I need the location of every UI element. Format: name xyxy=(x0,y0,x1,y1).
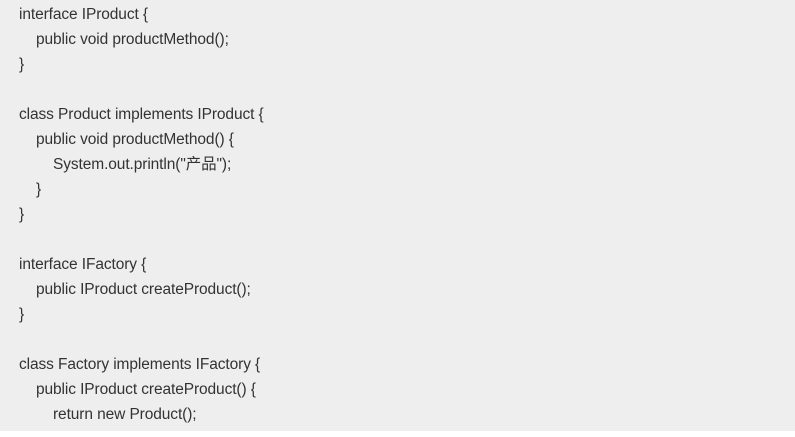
code-line: } xyxy=(36,181,42,198)
code-line: interface IFactory { xyxy=(19,256,147,273)
code-line: public IProduct createProduct() { xyxy=(36,381,256,398)
code-line: class Product implements IProduct { xyxy=(19,106,264,123)
code-line: System.out.println("产品"); xyxy=(53,156,232,173)
code-line: interface IProduct { xyxy=(19,6,148,23)
code-line-blank xyxy=(19,327,795,352)
code-line: } xyxy=(19,306,25,323)
code-line: return new Product(); xyxy=(53,406,197,423)
code-line: public void productMethod(); xyxy=(36,31,229,48)
code-line-blank xyxy=(19,77,795,102)
code-line: } xyxy=(19,206,25,223)
code-line: public IProduct createProduct(); xyxy=(36,281,251,298)
code-line: public void productMethod() { xyxy=(36,131,234,148)
code-line: class Factory implements IFactory { xyxy=(19,356,261,373)
code-line: } xyxy=(19,56,25,73)
code-line-blank xyxy=(19,227,795,252)
